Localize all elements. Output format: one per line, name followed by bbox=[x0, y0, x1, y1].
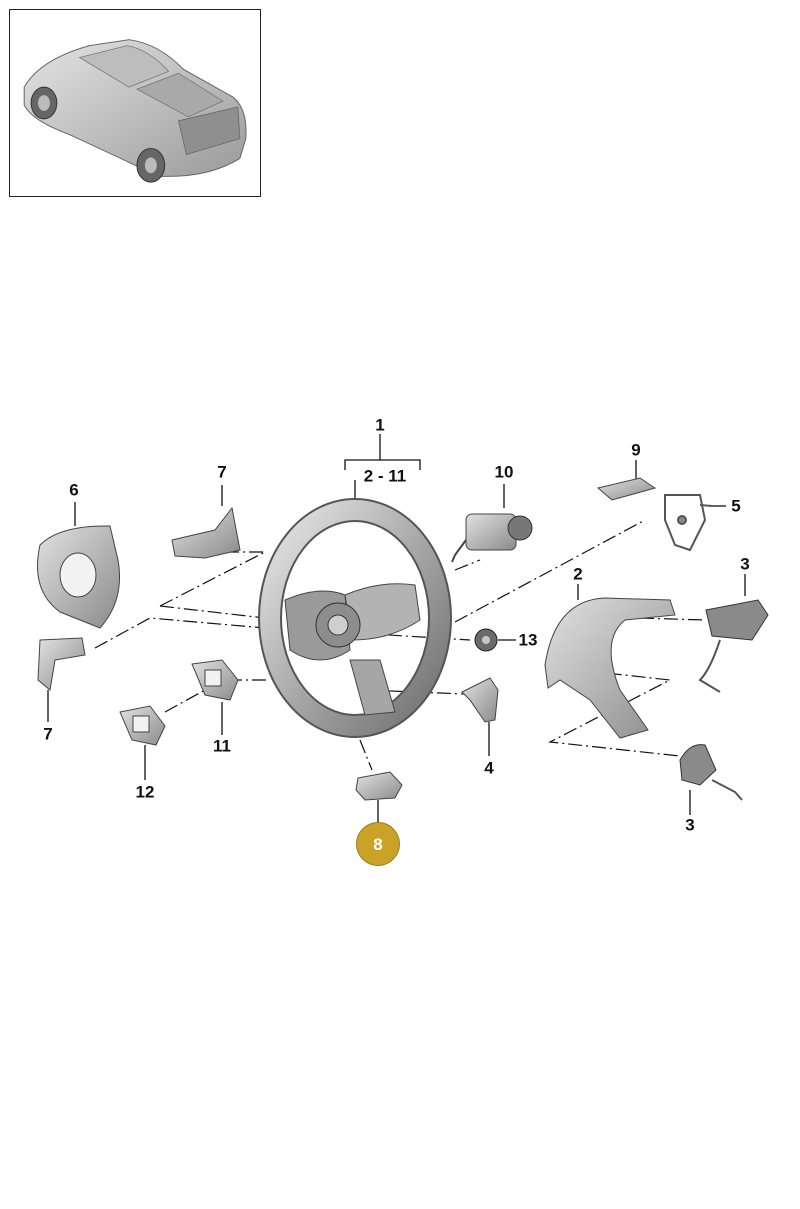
steering-wheel-part bbox=[258, 498, 452, 738]
callout-3-upper[interactable]: 3 bbox=[740, 554, 750, 574]
wiring-harness-part bbox=[664, 494, 713, 552]
lower-trim-part bbox=[461, 677, 499, 723]
multifunction-switch-lower-part bbox=[679, 744, 743, 801]
callout-12[interactable]: 12 bbox=[135, 782, 155, 802]
solid-leaders bbox=[47, 434, 746, 823]
vehicle-thumbnail bbox=[9, 9, 261, 197]
callout-9[interactable]: 9 bbox=[631, 440, 641, 460]
callout-11[interactable]: 11 bbox=[213, 736, 231, 756]
callout-4[interactable]: 4 bbox=[484, 758, 494, 778]
clock-spring-part bbox=[451, 513, 533, 563]
shift-paddle-lower-part bbox=[37, 637, 86, 691]
spoke-trim-right-part bbox=[191, 659, 239, 701]
callout-2-11[interactable]: 2 - 11 bbox=[363, 466, 407, 486]
steering-column-cover-part bbox=[37, 525, 121, 629]
callout-2[interactable]: 2 bbox=[573, 564, 583, 584]
callout-6[interactable]: 6 bbox=[69, 480, 79, 500]
spoke-trim-left-part bbox=[119, 705, 166, 746]
control-module-part bbox=[355, 771, 403, 801]
callout-7-upper[interactable]: 7 bbox=[217, 462, 227, 482]
callout-5[interactable]: 5 bbox=[731, 496, 741, 516]
callout-3-lower[interactable]: 3 bbox=[685, 815, 695, 835]
suv-illustration bbox=[23, 39, 247, 183]
callout-13[interactable]: 13 bbox=[518, 630, 538, 650]
control-unit-part bbox=[596, 477, 657, 501]
callout-10[interactable]: 10 bbox=[494, 462, 514, 482]
callout-8-highlighted[interactable]: 8 bbox=[356, 822, 400, 866]
steering-wheel-trim-part bbox=[544, 597, 676, 739]
shift-paddle-upper-part bbox=[171, 506, 241, 559]
callout-1[interactable]: 1 bbox=[375, 415, 385, 435]
nut-part bbox=[474, 628, 498, 652]
callout-7-lower[interactable]: 7 bbox=[43, 724, 53, 744]
multifunction-switch-upper-part bbox=[698, 599, 769, 693]
